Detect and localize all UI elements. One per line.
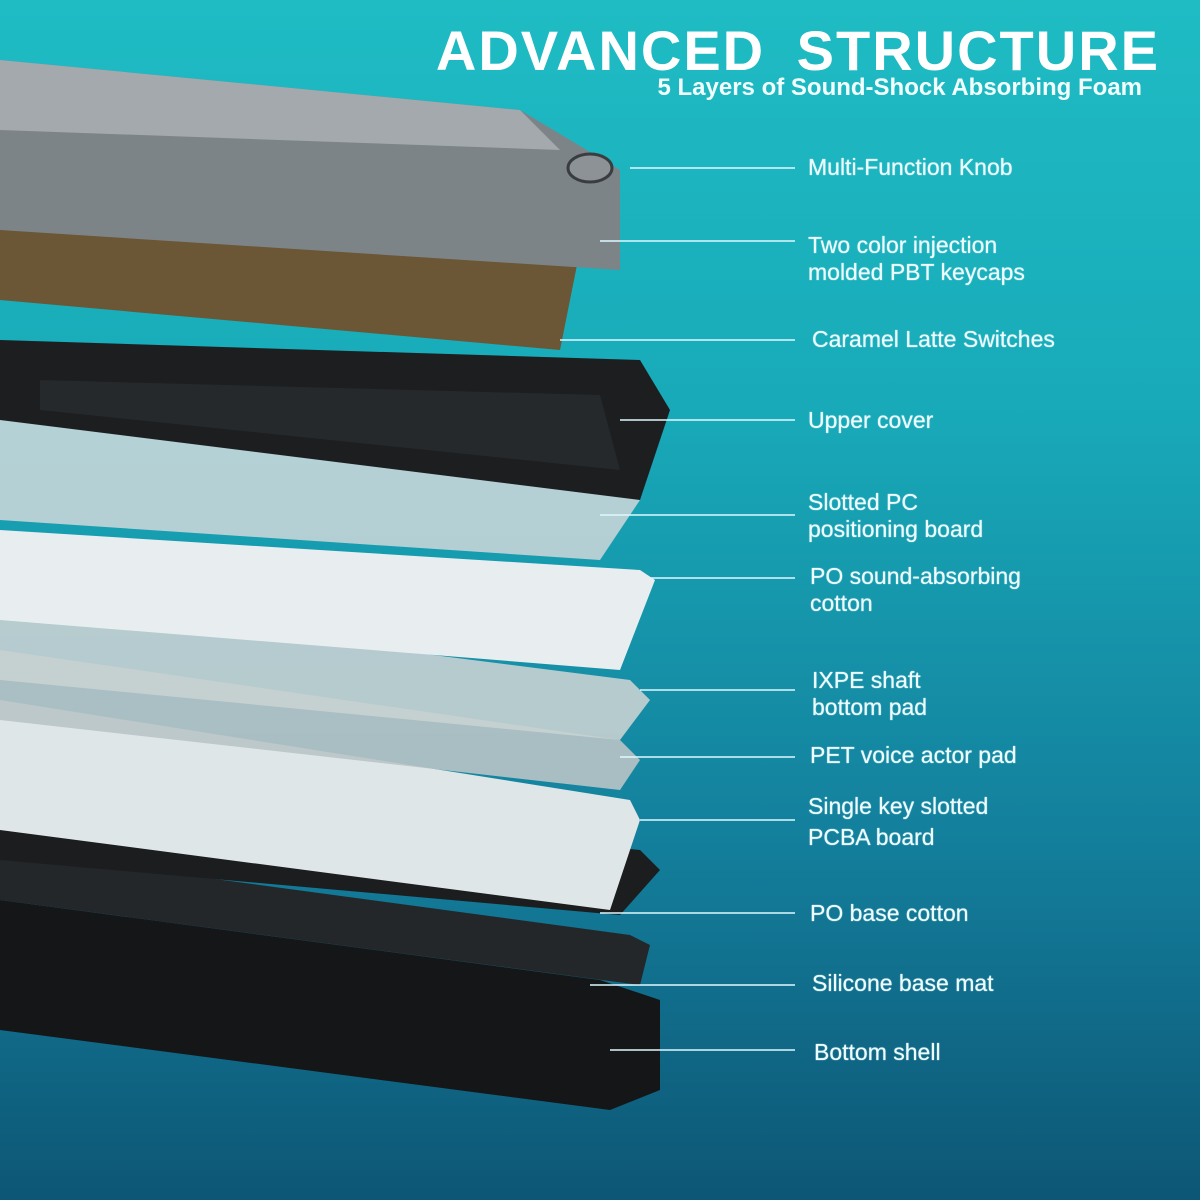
knob — [566, 152, 614, 184]
silicone-base-mat — [0, 850, 650, 985]
label-text: Single key slotted — [808, 793, 989, 819]
label-switches: Caramel Latte Switches — [812, 326, 1055, 353]
label-text: Two color injection — [808, 232, 998, 258]
label-base-cotton: PO base cotton — [810, 900, 969, 927]
label-text: PO sound-absorbing — [810, 563, 1021, 589]
leader-lines — [560, 167, 795, 1051]
label-knob: Multi-Function Knob — [808, 154, 1013, 181]
label-text: Bottom shell — [814, 1039, 941, 1065]
label-text: Multi-Function Knob — [808, 154, 1013, 180]
po-sound-cotton — [0, 530, 655, 670]
label-text: Slotted PC — [808, 489, 918, 515]
label-pet: PET voice actor pad — [810, 742, 1017, 769]
label-text: Caramel Latte Switches — [812, 326, 1055, 352]
bottom-shell — [0, 900, 660, 1110]
pcba-board — [0, 700, 640, 910]
label-text: bottom pad — [812, 694, 928, 720]
ixpe-pad — [0, 600, 650, 740]
keycaps-top-row — [0, 60, 560, 150]
label-text: PO base cotton — [810, 900, 969, 926]
label-text: IXPE shaft — [812, 667, 921, 693]
label-text: Upper cover — [808, 407, 934, 433]
label-text: Silicone base mat — [812, 970, 994, 996]
label-text: PCBA board — [808, 824, 935, 850]
page-title: ADVANCED STRUCTURE — [435, 19, 1160, 82]
label-text: molded PBT keycaps — [808, 259, 1025, 285]
label-silicone: Silicone base mat — [812, 970, 994, 997]
upper-cover-opening — [40, 380, 620, 470]
label-text: positioning board — [808, 516, 984, 542]
label-text: PET voice actor pad — [810, 742, 1017, 768]
label-bottom-shell: Bottom shell — [814, 1039, 941, 1066]
page-subtitle: 5 Layers of Sound-Shock Absorbing Foam — [657, 74, 1143, 101]
label-text: cotton — [810, 590, 873, 616]
label-upper-cover: Upper cover — [808, 407, 933, 434]
